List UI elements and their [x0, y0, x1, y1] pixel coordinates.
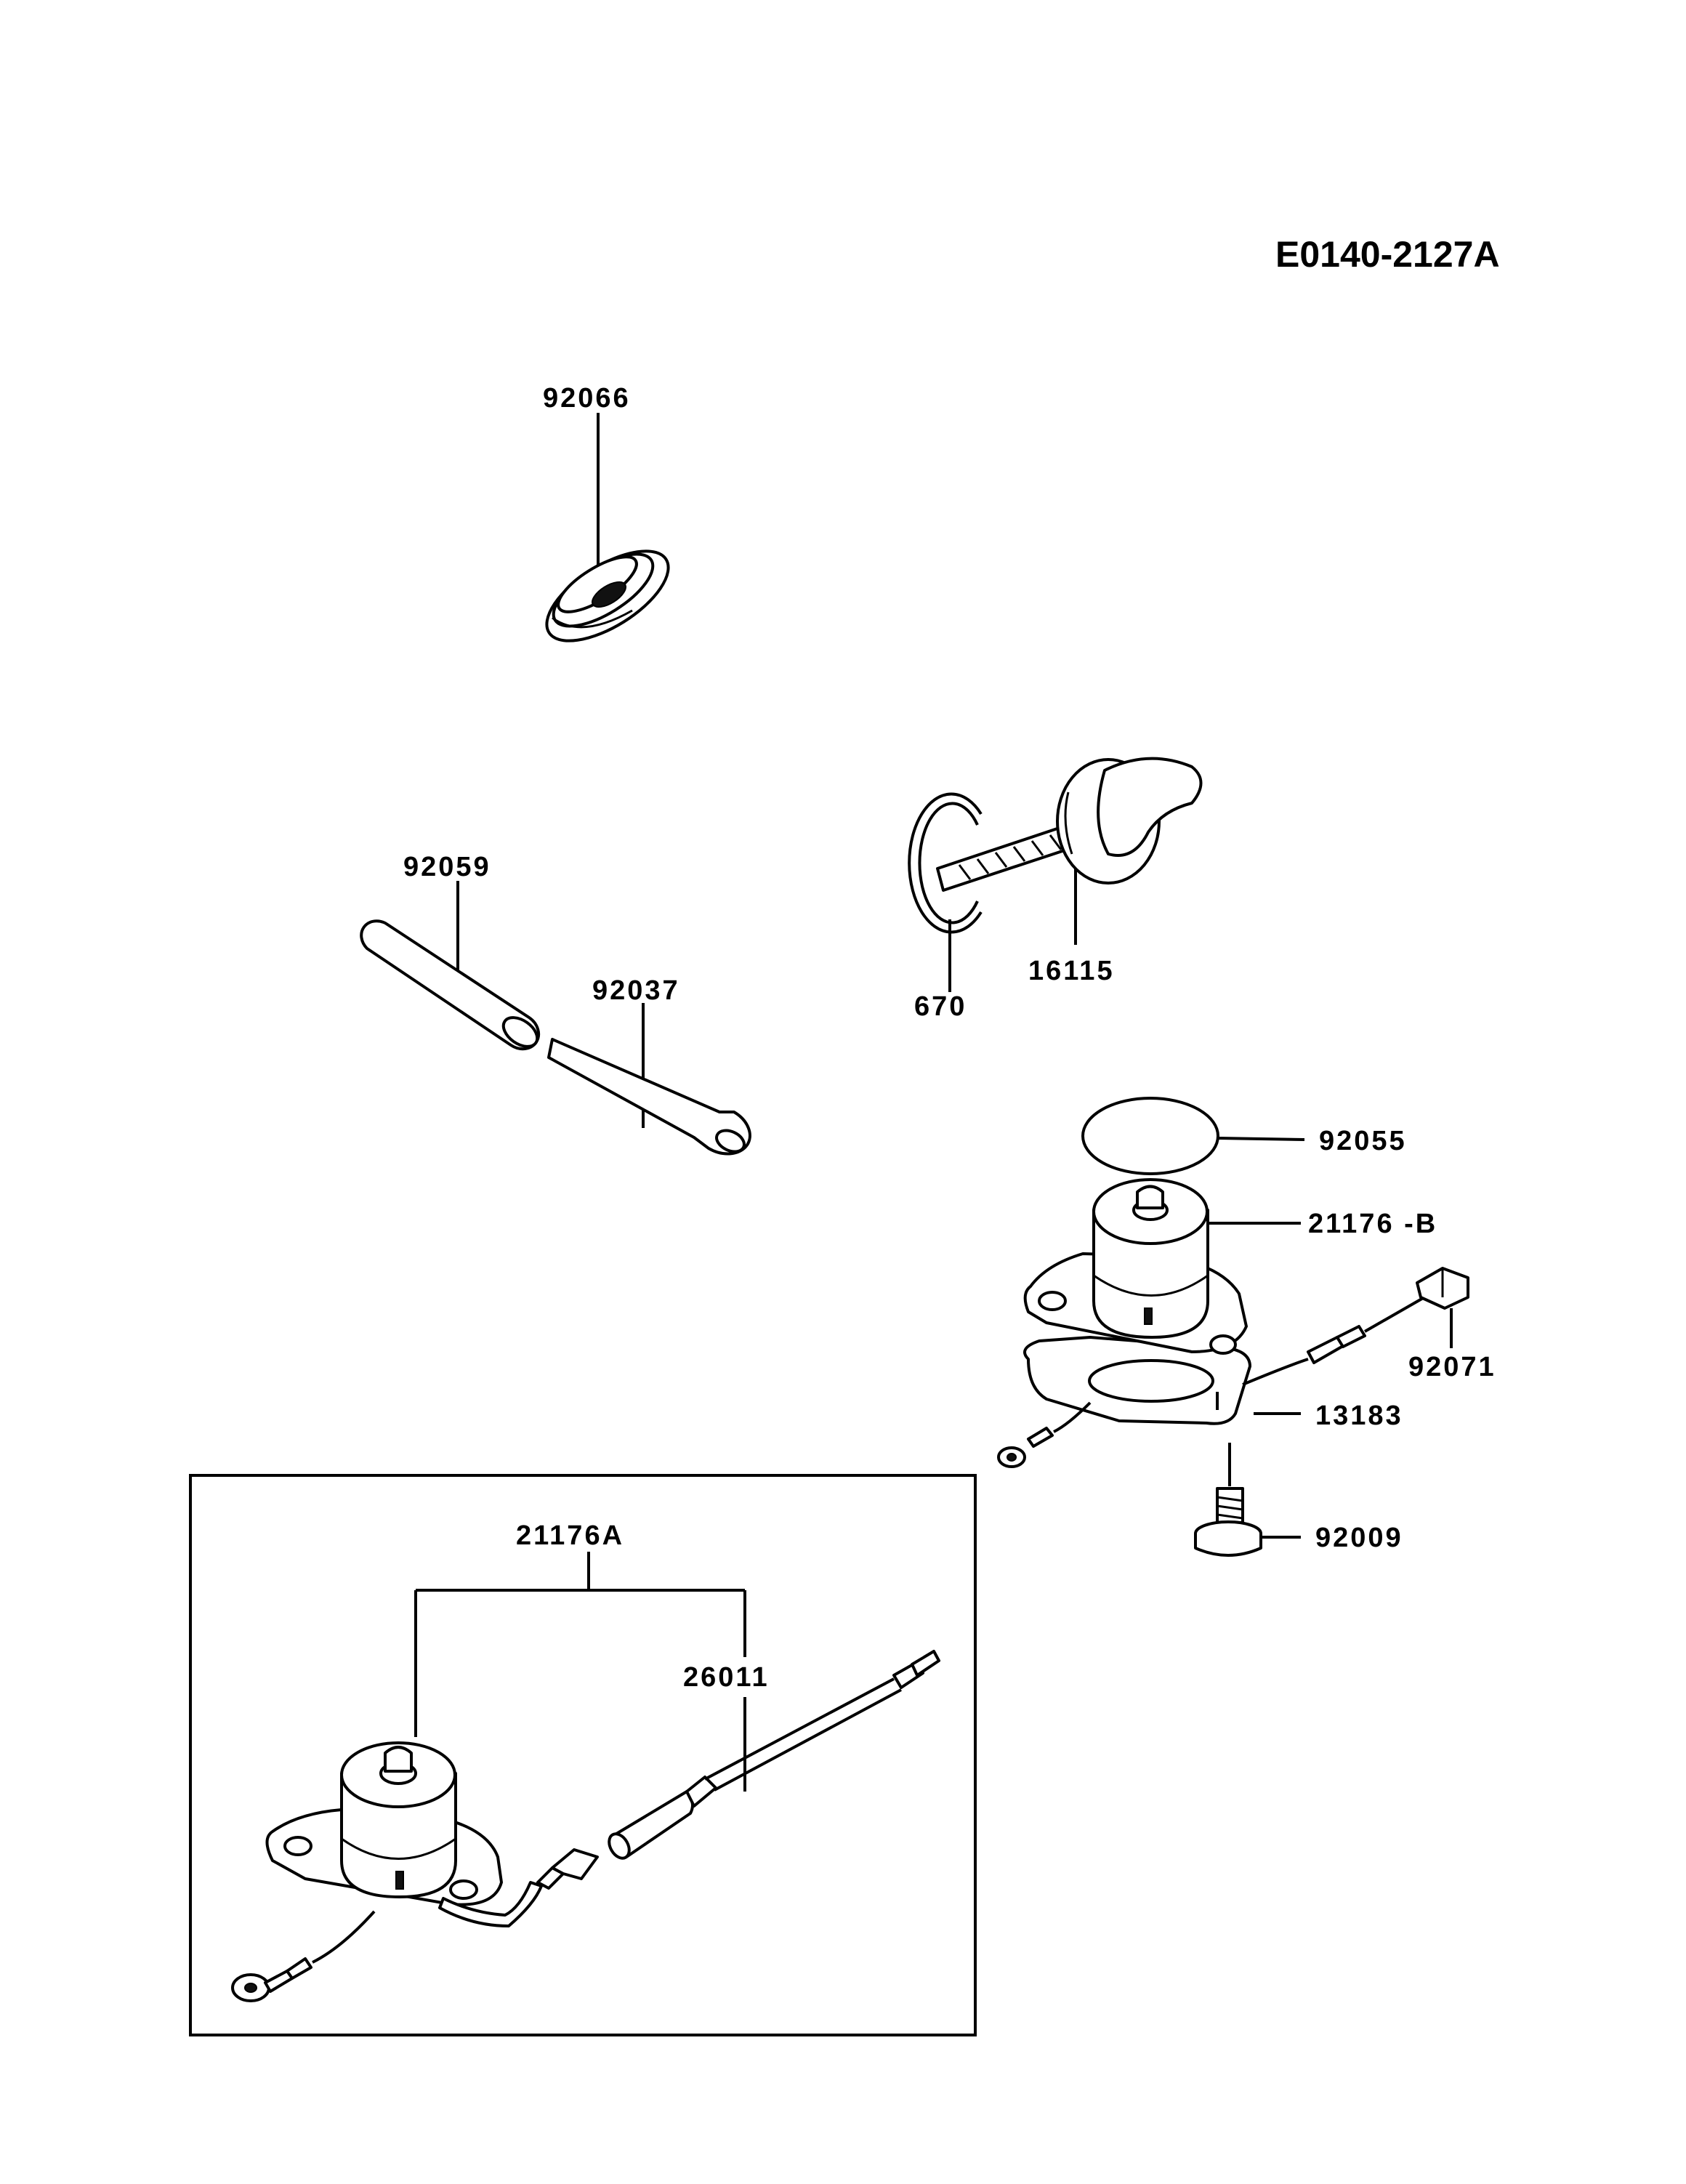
- label-670: 670: [914, 991, 967, 1022]
- part-92059-pin: [360, 881, 541, 1051]
- part-16115-drain-screw: [936, 757, 1203, 945]
- part-21176b-solenoid: [997, 1178, 1469, 1468]
- part-92009-bolt: [1194, 1443, 1301, 1557]
- part-92066-grommet: [545, 413, 670, 642]
- label-26011: 26011: [683, 1662, 770, 1693]
- diagram-code: E0140-2127A: [1275, 234, 1500, 275]
- label-92037: 92037: [592, 975, 680, 1006]
- part-92037-rod: [547, 1003, 751, 1156]
- label-92055: 92055: [1319, 1126, 1407, 1156]
- label-21176a: 21176A: [516, 1520, 624, 1551]
- label-92071: 92071: [1408, 1352, 1496, 1382]
- label-92066: 92066: [543, 383, 631, 414]
- assembly-21176a-box: [189, 1474, 977, 2036]
- label-92059: 92059: [403, 852, 491, 882]
- label-21176b: 21176 -B: [1308, 1209, 1437, 1239]
- part-670-washer: [908, 792, 983, 992]
- label-92009: 92009: [1315, 1523, 1403, 1553]
- label-13183: 13183: [1315, 1401, 1403, 1431]
- part-92055-o-ring: [1081, 1097, 1305, 1175]
- label-16115: 16115: [1028, 956, 1115, 986]
